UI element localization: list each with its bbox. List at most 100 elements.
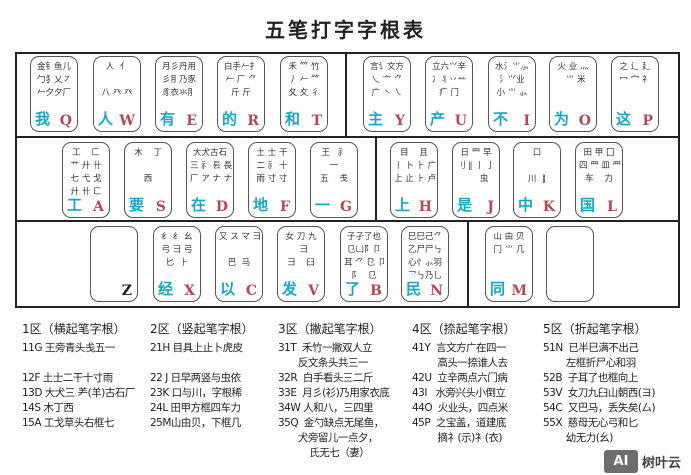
- key-letter: Z: [121, 283, 132, 299]
- key-x: 纟 纟 幺 弓 ⺕ 弓 匕 ⺊ 经 X: [153, 226, 201, 302]
- legend-line: 11G 王旁青头戋五一: [22, 342, 115, 354]
- legend-line: 高头一捺谁人去: [412, 357, 509, 369]
- key-letter: Y: [395, 113, 405, 129]
- legend-line: 12F 土士二干十寸雨: [22, 372, 113, 384]
- legend-line: 51N 已半巳满不出己: [543, 342, 639, 354]
- key-letter: G: [340, 199, 352, 215]
- key-letter: N: [430, 283, 443, 299]
- key-char: 一: [315, 196, 331, 214]
- key-radicals: 巳巳己⺈ 乙尸尸㇉ 心忄⺗羽 乛㇉乃乚: [407, 232, 442, 281]
- key-radicals: 水氵⺌⺗ 氵⺍业 小 ⺌ ⺗: [494, 62, 529, 98]
- page-title: 五笔打字字根表: [265, 18, 426, 42]
- key-char: 了: [345, 280, 361, 298]
- key-char: 发: [282, 280, 298, 298]
- key-letter: P: [642, 113, 653, 129]
- key-a: 工 匚 艹 廾 卄 七 弋 戈 廾 卄 ㄈ 工 A: [62, 142, 110, 218]
- key-radicals: 工 匚 艹 廾 卄 七 弋 戈 廾 卄 ㄈ: [70, 148, 102, 197]
- legend-line: 55X 慈母无心弓和匕: [543, 417, 638, 429]
- legend-line: 反文条头共三一: [278, 357, 369, 369]
- key-radicals: 立六⺍辛 冫丬丷䒑 疒 门: [431, 62, 466, 98]
- legend-line: 幼无力(幺): [543, 432, 614, 444]
- key-letter: V: [308, 283, 319, 299]
- legend-line: 33E 月彡(衫)乃用家衣底: [278, 387, 390, 399]
- key-d: 大犬古石 三 ⺬ 镸 長 厂 ア ナ ナ 在 D: [186, 142, 234, 218]
- key-radicals: 月彡丹用 彡⺝乃豕 豸衣氺⺼: [161, 62, 196, 98]
- key-z: Z: [90, 226, 138, 302]
- key-e: 月彡丹用 彡⺝乃豕 豸衣氺⺼ 有 E: [155, 56, 203, 132]
- key-b: 子孑了也 ⺋凵阝卩 耳 ⺈ ⺋ 卩 阝 ⺋ 了 B: [340, 226, 388, 302]
- key-t: 禾 𥫗 竹 丿 𠂉 ⺮ 夂 夊 彳 和 T: [280, 56, 328, 132]
- key-s: 木 丁 西 要 S: [124, 142, 172, 218]
- key-radicals: 人 亻 八 癶 癶: [101, 62, 133, 98]
- key-radicals: 言讠文方 乀 亠 ⺈ 广 丶 ㇏: [369, 62, 404, 98]
- legend-line: 45P 之宝盖，道建底: [412, 417, 506, 429]
- legend-header: 5区（折起笔字根）: [543, 322, 647, 336]
- key-letter: U: [454, 113, 467, 129]
- key-char: 是: [457, 196, 473, 214]
- legend-line: 13D 大犬三 ⺶(羊)古石厂: [22, 387, 135, 399]
- key-radicals: 子孑了也 ⺋凵阝卩 耳 ⺈ ⺋ 卩 阝 ⺋: [344, 232, 387, 281]
- key-letter: F: [280, 199, 290, 215]
- watermark-logo: AI: [604, 450, 638, 473]
- key-char: 民: [406, 280, 422, 298]
- legend-line: 31T 禾竹一撇双人立: [278, 342, 372, 354]
- key-radicals: 山 由 贝 冂 ⺌ 几: [493, 232, 525, 255]
- legend-line: 左框折尸心和羽: [543, 357, 637, 369]
- legend-line: 氏无七（妻）: [278, 447, 370, 459]
- legend-header: 2区（竖起笔字根）: [150, 322, 254, 336]
- key-radicals: 金钅鱼儿 勹犭乂㇇ 𠂉夕夕厂: [36, 62, 71, 98]
- legend-header: 1区（横起笔字根）: [22, 322, 126, 336]
- key-letter: R: [247, 113, 259, 129]
- key-blank: [546, 226, 594, 302]
- legend-line: 22 J 日早两竖与虫依: [150, 372, 241, 384]
- legend-line: [22, 356, 148, 371]
- key-char: 的: [222, 110, 238, 128]
- key-g: 王 ⺬ 一 五 戋 一 G: [310, 142, 358, 218]
- key-char: 地: [253, 196, 269, 214]
- key-letter: H: [418, 199, 432, 215]
- key-letter: D: [215, 199, 228, 215]
- key-r: 白手𠂉扌 𠂉 厂 ⺈ 斤 斤 的 R: [217, 56, 265, 132]
- legend-line: 24L 田甲方框四车力: [150, 402, 241, 414]
- key-letter: W: [119, 113, 135, 129]
- key-letter: I: [523, 113, 530, 129]
- key-m: 山 由 贝 冂 ⺌ 几 同 M: [485, 226, 533, 302]
- key-char: 为: [554, 110, 570, 128]
- key-letter: O: [578, 113, 591, 129]
- legend-header: 4区（捺起笔字根）: [412, 322, 516, 336]
- legend-line: 54C 又巴马，丢失矣(厶): [543, 402, 656, 414]
- key-char: 有: [160, 110, 176, 128]
- legend-line: 43I 水旁兴头小倒立: [412, 387, 506, 399]
- legend-zone-2: 2区（竖起笔字根） 21H 目具上止卜虎皮 22 J 日早两竖与虫依 23K 口与川…: [150, 322, 276, 431]
- key-char: 不: [493, 110, 509, 128]
- key-j: 日 ⺫ 早 刂 ‖ 丨 亅 虫 是 J: [452, 142, 500, 218]
- key-letter: C: [245, 283, 257, 299]
- key-q: 金钅鱼儿 勹犭乂㇇ 𠂉夕夕厂 我 Q: [30, 56, 78, 132]
- key-radicals: 木 丁 西: [134, 148, 162, 184]
- key-letter: J: [487, 199, 494, 215]
- key-char: 工: [67, 196, 83, 214]
- key-char: 人: [98, 110, 114, 128]
- key-letter: K: [542, 199, 555, 215]
- legend-line: 53V 女刀九臼山朝西(ヨ): [543, 387, 655, 399]
- legend-line: 21H 目具上止卜虎皮: [150, 342, 243, 354]
- key-y: 言讠文方 乀 亠 ⺈ 广 丶 ㇏ 主 Y: [363, 56, 411, 132]
- key-letter: S: [155, 199, 166, 215]
- key-char: 经: [158, 280, 174, 298]
- key-radicals: 大犬古石 三 ⺬ 镸 長 厂 ア ナ ナ: [190, 148, 233, 184]
- key-radicals: 目 且 丨 卜 ⺊ 广 上 止 ⺊ 卢: [394, 148, 437, 184]
- key-char: 上: [395, 196, 411, 214]
- legend-line: 23K 口与川，字根稀: [150, 387, 242, 399]
- key-radicals: 田 甲 囗 四 ⺫ 皿 ⺲ 车 力: [579, 148, 622, 184]
- key-i: 水氵⺌⺗ 氵⺍业 小 ⺌ ⺗ 不 I: [488, 56, 536, 132]
- key-l: 田 甲 囗 四 ⺫ 皿 ⺲ 车 力 国 L: [575, 142, 623, 218]
- legend-line: 14S 木丁西: [22, 402, 74, 414]
- key-char: 主: [368, 110, 384, 128]
- legend-line: 41Y 言文方广在四一: [412, 342, 506, 354]
- legend-line: 34W 人和八，三四里: [278, 402, 374, 414]
- key-char: 我: [35, 110, 51, 128]
- key-letter: Q: [59, 113, 72, 129]
- key-char: 国: [580, 196, 596, 214]
